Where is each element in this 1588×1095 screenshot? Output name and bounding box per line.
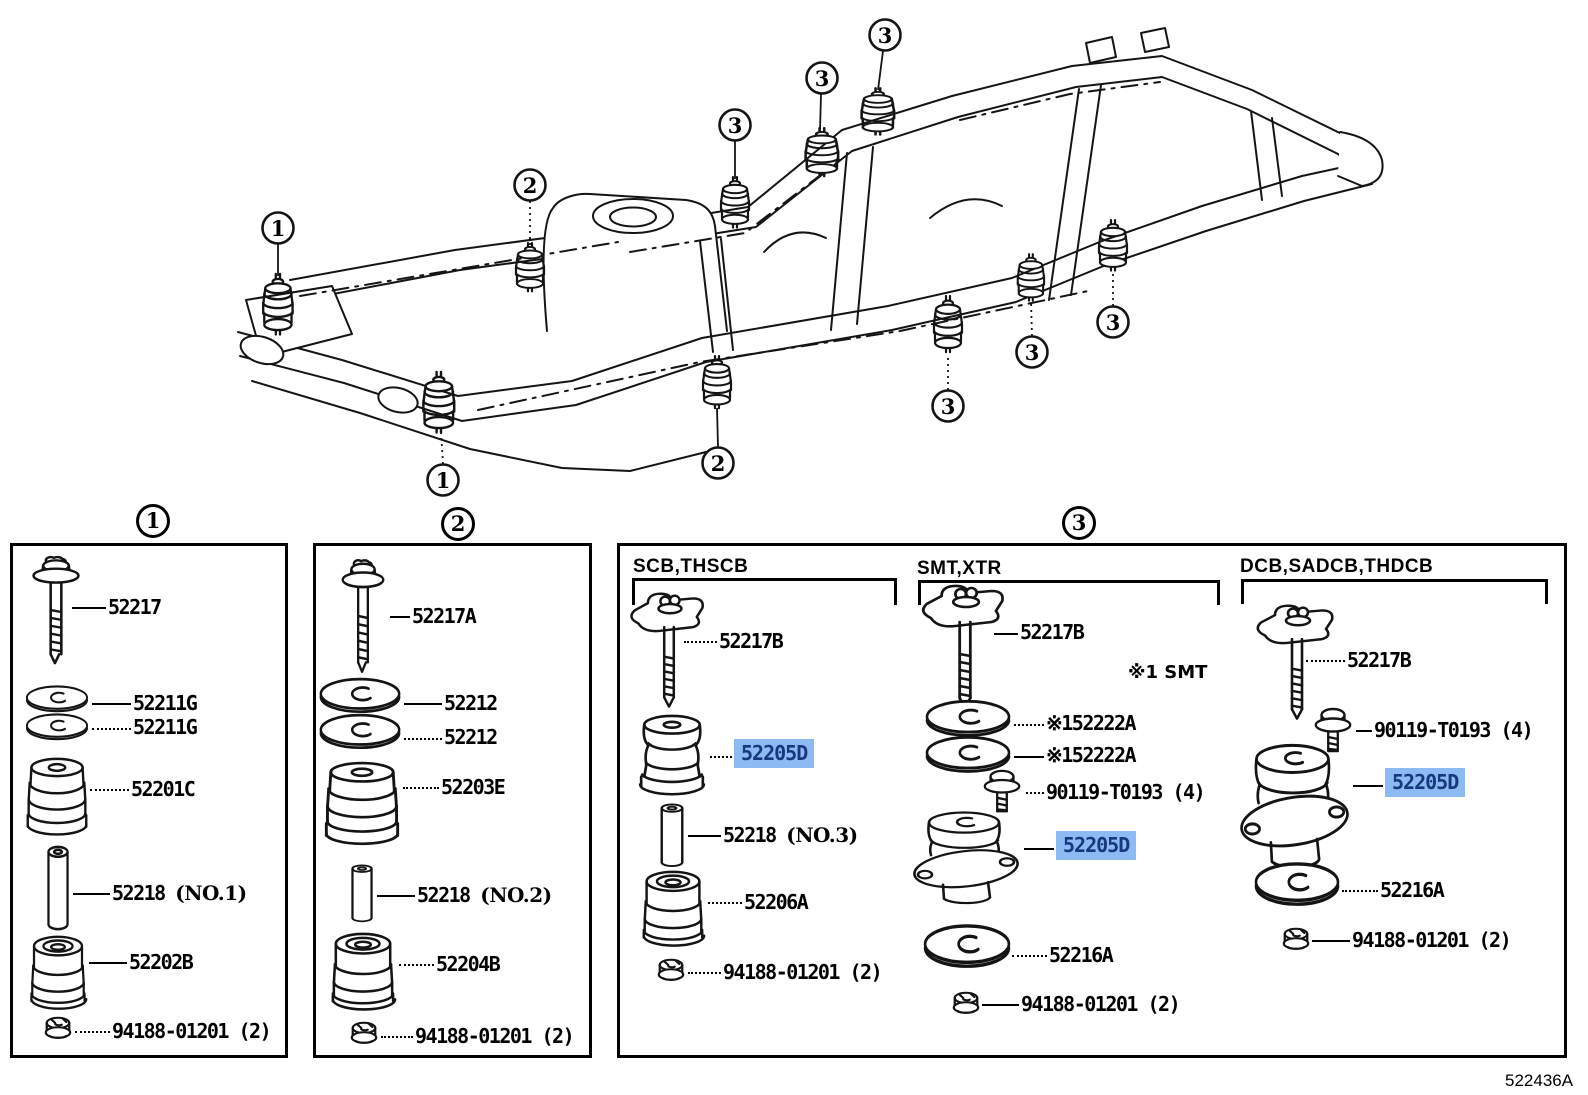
nut-icon xyxy=(952,991,980,1015)
cushion-icon xyxy=(331,932,397,1011)
cushion-icon xyxy=(26,757,88,836)
nut-icon xyxy=(44,1016,72,1040)
bolt-icon xyxy=(341,559,385,673)
panel-1-number: 1 xyxy=(136,504,170,538)
bump-stop-icon xyxy=(514,241,546,293)
part-label: 52212 xyxy=(444,691,498,715)
part-label: 52217 xyxy=(108,595,162,619)
washer-icon xyxy=(319,713,401,750)
variant-bracket xyxy=(1241,579,1548,604)
callout-number: 2 xyxy=(523,173,538,198)
variant-bracket xyxy=(918,580,1220,605)
variant-bracket xyxy=(632,578,897,605)
washer-icon xyxy=(1254,862,1340,906)
washer-icon xyxy=(25,713,89,741)
frame-callout: 3 xyxy=(718,108,752,142)
variant-header: SMT,XTR xyxy=(917,558,1002,579)
bolt-icon xyxy=(630,592,704,708)
part-label: 52202B xyxy=(129,950,194,974)
part-label: 52217B xyxy=(1347,648,1412,672)
frame-callout: 1 xyxy=(261,211,295,245)
part-label: 52216A xyxy=(1049,943,1114,967)
bump-stop-icon xyxy=(701,354,733,410)
part-label-highlighted[interactable]: 52205D xyxy=(1056,831,1137,860)
part-label: 52204B xyxy=(436,952,501,976)
panel-2-number: 2 xyxy=(441,507,475,541)
callout-number: 3 xyxy=(815,66,830,91)
cushion-icon xyxy=(638,714,706,796)
part-label: 94188-01201 (2) xyxy=(1352,928,1512,952)
callout-number: 3 xyxy=(728,113,743,138)
drawing-code: 522436A xyxy=(1505,1071,1574,1090)
part-label: 52201C xyxy=(131,777,196,801)
part-label: 90119-T0193 (4) xyxy=(1046,780,1206,804)
part-label: ※152222A xyxy=(1046,711,1137,735)
cushion-icon xyxy=(30,935,88,1010)
frame-callout: 2 xyxy=(701,446,735,480)
cushion-icon xyxy=(642,870,706,947)
part-label: 94188-01201 (2) xyxy=(723,960,883,984)
bump-stop-icon xyxy=(1016,252,1046,302)
frame-callout: 2 xyxy=(513,168,547,202)
spacer-icon xyxy=(351,864,373,923)
part-label: 52212 xyxy=(444,725,498,749)
part-label: 52206A xyxy=(744,890,809,914)
part-label-highlighted[interactable]: 52205D xyxy=(1385,768,1466,797)
part-label: 52218 (NO.3) xyxy=(723,823,858,847)
bump-stop-icon xyxy=(860,86,896,137)
frame-callouts: 1 2 3 3 3 3 3 xyxy=(261,18,1130,497)
frame-callout: 1 xyxy=(426,463,460,497)
chassis-frame-drawing: 1 2 3 3 3 3 3 xyxy=(237,18,1384,497)
bump-stop-icon xyxy=(422,370,456,434)
panel-1-box xyxy=(10,543,288,1058)
callout-number: 2 xyxy=(711,451,726,476)
nut-icon xyxy=(1282,927,1310,951)
part-label: 94188-01201 (2) xyxy=(1021,992,1181,1016)
frame-callout: 3 xyxy=(1096,305,1130,339)
part-label: 52218 (NO.1) xyxy=(112,881,247,905)
callout-number: 1 xyxy=(271,216,286,241)
part-label: 52211G xyxy=(133,691,198,715)
variant-header: SCB,THSCB xyxy=(633,556,749,577)
variant-header: DCB,SADCB,THDCB xyxy=(1240,556,1434,577)
panel-3-number: 3 xyxy=(1062,506,1096,540)
callout-number: 3 xyxy=(1106,310,1121,335)
mount-cushion-icon xyxy=(910,811,1022,905)
reference-note: ※1 SMT xyxy=(1128,662,1208,683)
bump-stop-icon xyxy=(932,294,964,354)
part-label: 94188-01201 (2) xyxy=(415,1024,575,1048)
part-label: 52218 (NO.2) xyxy=(417,883,552,907)
part-label: 52217B xyxy=(719,629,784,653)
part-label: 94188-01201 (2) xyxy=(112,1019,272,1043)
spacer-icon xyxy=(47,845,69,931)
nut-icon xyxy=(350,1021,378,1045)
callout-number: 3 xyxy=(878,23,893,48)
nut-icon xyxy=(657,958,685,982)
callout-number: 3 xyxy=(941,394,956,419)
callout-number: 1 xyxy=(436,468,451,493)
frame-callout: 3 xyxy=(805,61,839,95)
part-label: 90119-T0193 (4) xyxy=(1374,718,1534,742)
callout-number: 3 xyxy=(1025,340,1040,365)
cushion-icon xyxy=(324,761,400,846)
part-label: 52211G xyxy=(133,715,198,739)
frame-callout: 3 xyxy=(1015,335,1049,369)
part-label-highlighted[interactable]: 52205D xyxy=(734,739,815,768)
frame-callout: 3 xyxy=(868,18,902,52)
washer-icon xyxy=(923,924,1011,968)
part-label: ※152222A xyxy=(1046,743,1137,767)
bump-stop-icon xyxy=(719,175,751,229)
part-label: 52203E xyxy=(441,775,506,799)
part-label: 52217A xyxy=(412,604,477,628)
part-label: 52216A xyxy=(1380,878,1445,902)
panel-3-box xyxy=(617,543,1567,1058)
part-label: 52217B xyxy=(1020,620,1085,644)
spacer-icon xyxy=(660,803,684,868)
frame-callout: 3 xyxy=(931,389,965,423)
bump-stop-icon xyxy=(804,126,840,178)
bolt-icon xyxy=(32,555,80,665)
bump-stop-icon xyxy=(1097,218,1129,272)
bolt-icon xyxy=(921,584,1004,710)
